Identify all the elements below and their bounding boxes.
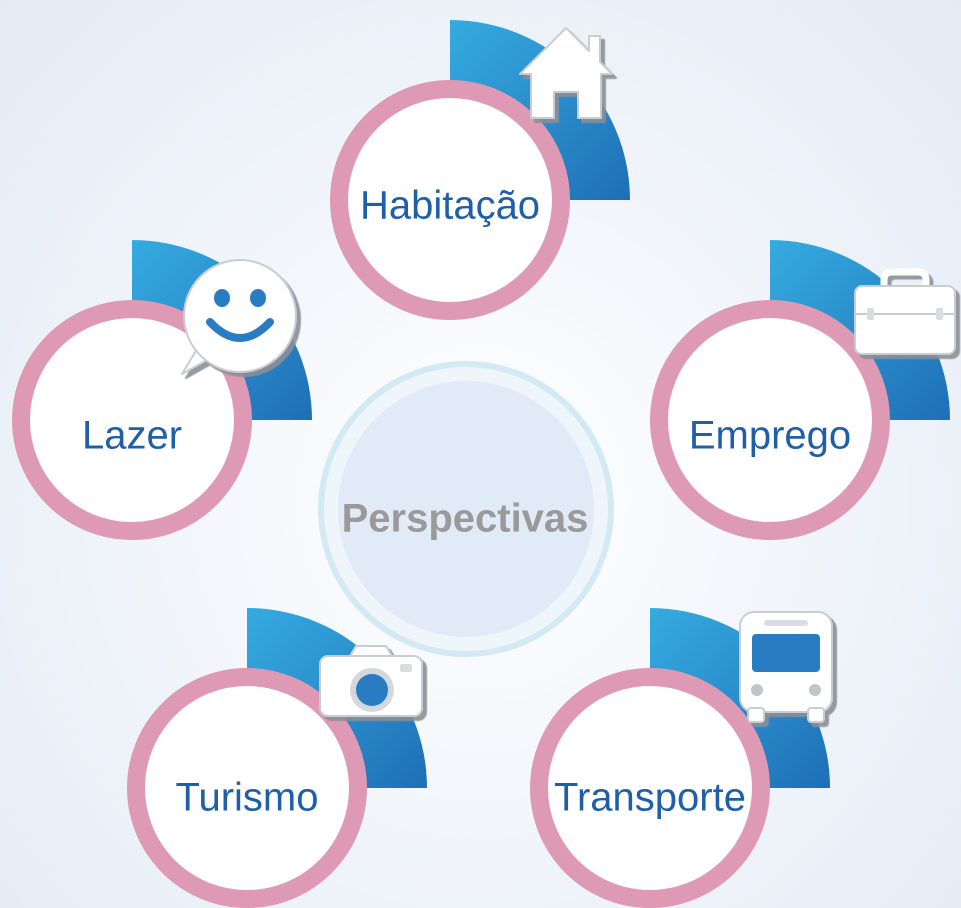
center-label: Perspectivas [341, 496, 589, 541]
node-ring [530, 668, 770, 908]
node-lazer [12, 240, 312, 540]
node-label-transporte: Transporte [554, 775, 746, 820]
node-habitacao [330, 20, 630, 320]
node-label-lazer: Lazer [81, 413, 183, 458]
node-label-turismo: Turismo [175, 775, 319, 820]
center-circle [318, 361, 614, 657]
house-icon [519, 27, 613, 119]
node-transporte [530, 608, 833, 908]
bus-icon [739, 611, 833, 723]
briefcase-icon [854, 268, 956, 355]
node-label-habitacao: Habitação [359, 183, 541, 228]
node-label-emprego: Emprego [688, 413, 852, 458]
node-emprego [650, 240, 956, 540]
node-ring [650, 300, 890, 540]
node-ring [127, 668, 367, 908]
node-turismo [127, 608, 427, 908]
smiley-chat-icon [181, 259, 297, 375]
camera-icon [319, 645, 423, 717]
node-ring [330, 80, 570, 320]
